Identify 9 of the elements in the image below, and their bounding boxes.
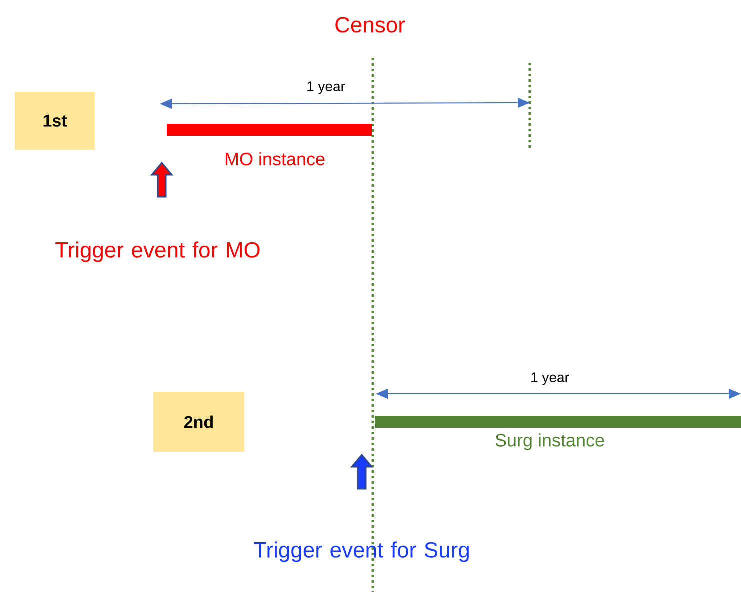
label-box: 2nd (154, 392, 244, 452)
event-label: Trigger event for Surg (254, 542, 469, 562)
title: Censor (336, 17, 406, 33)
dimension-label: 1 year (308, 82, 346, 94)
dimension-label: 1 year (532, 372, 570, 386)
label-box: 1st (15, 92, 95, 150)
event-label: Trigger event for MO (56, 242, 260, 262)
bar-label: Surg instance (496, 434, 604, 450)
bar-label: MO instance (226, 152, 325, 166)
